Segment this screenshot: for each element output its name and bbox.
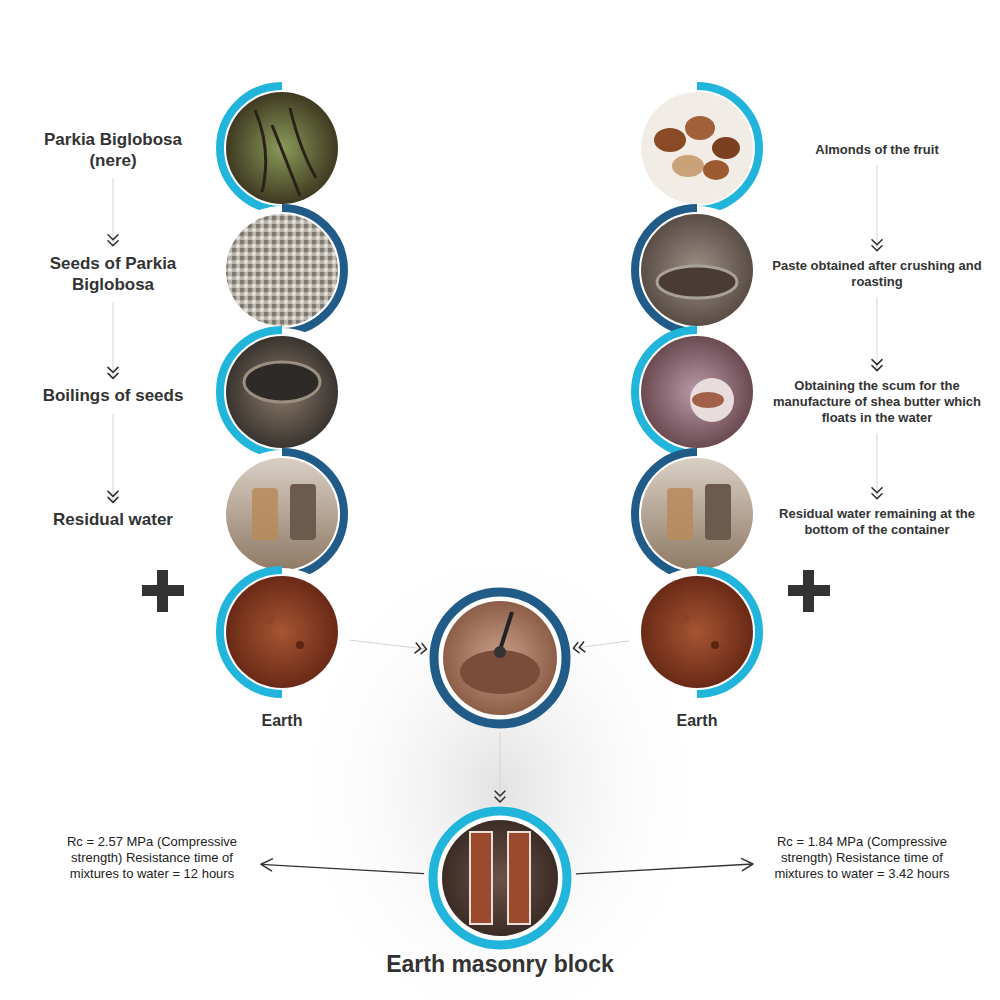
step-text: Boilings of seeds <box>22 385 204 406</box>
photo-circle <box>633 568 761 696</box>
chevron-head <box>108 491 118 502</box>
chevron-head <box>108 367 118 378</box>
photo-circle <box>428 806 572 950</box>
connector <box>108 302 118 378</box>
step-text: Residual water <box>22 509 204 530</box>
step-text: Seeds of Parkia Biglobosa <box>22 253 204 296</box>
connector <box>872 297 882 370</box>
connector-line <box>576 864 753 874</box>
chevron-head <box>573 642 585 653</box>
photo-circle <box>218 206 346 334</box>
connector <box>872 433 882 498</box>
connector-line <box>261 864 424 873</box>
step-text: Almonds of the fruit <box>768 142 986 158</box>
result-text: Rc = 1.84 MPa (Compressive strength) Res… <box>757 831 967 886</box>
result-text: Rc = 2.57 MPa (Compressive strength) Res… <box>47 831 257 886</box>
circle-caption: Earth <box>677 712 718 730</box>
step-text: Obtaining the scum for the manufacture o… <box>768 378 986 427</box>
connector-line <box>350 640 427 649</box>
step-text: Paste obtained after crushing and roasti… <box>768 258 986 291</box>
step-label: Parkia Biglobosa (nere) <box>18 126 208 175</box>
photo-circle <box>218 450 346 578</box>
circle-caption: Earth <box>262 712 303 730</box>
plus-symbol <box>788 570 830 612</box>
connector-line <box>500 732 501 802</box>
connector-line <box>113 178 114 246</box>
chevron-head <box>415 643 427 654</box>
photo-circle <box>218 568 346 696</box>
connector <box>108 414 118 503</box>
arrow-head <box>742 859 753 871</box>
earth-circle: Earth <box>218 568 346 696</box>
photo-circle <box>218 84 346 212</box>
photo-circle <box>218 328 346 456</box>
step-text: Residual water remaining at the bottom o… <box>768 506 986 539</box>
plus-symbol <box>142 570 184 612</box>
result-text: Rc = 2.57 MPa (Compressive strength) Res… <box>51 834 253 883</box>
chevron-head <box>872 240 882 251</box>
photo-circle <box>633 450 761 578</box>
earth-circle: Earth <box>633 568 761 696</box>
connector <box>108 178 118 246</box>
connector-line <box>877 297 878 370</box>
connector-line <box>113 302 114 378</box>
photo-circle <box>633 84 761 212</box>
connector <box>495 732 505 802</box>
step-label: Obtaining the scum for the manufacture o… <box>764 375 990 430</box>
connector <box>872 165 882 251</box>
connector-line <box>877 165 878 251</box>
arrow-head <box>261 859 272 871</box>
photo-circle <box>430 588 570 728</box>
chevron-head <box>872 360 882 371</box>
connector <box>261 859 424 874</box>
connector <box>573 641 629 653</box>
mixing-circle <box>430 588 570 728</box>
circle-caption: Earth masonry block <box>386 952 614 977</box>
result-text: Rc = 1.84 MPa (Compressive strength) Res… <box>761 834 963 883</box>
step-label: Seeds of Parkia Biglobosa <box>18 250 208 299</box>
step-label: Residual water remaining at the bottom o… <box>764 503 990 542</box>
step-text: Parkia Biglobosa (nere) <box>22 129 204 172</box>
step-label: Almonds of the fruit <box>764 139 990 161</box>
block-circle: Earth masonry block <box>428 806 572 950</box>
connector <box>576 859 753 874</box>
photo-circle <box>633 328 761 456</box>
connector-line <box>113 414 114 503</box>
chevron-head <box>872 488 882 499</box>
step-label: Paste obtained after crushing and roasti… <box>764 255 990 294</box>
step-label: Boilings of seeds <box>18 382 208 409</box>
chevron-head <box>495 791 505 802</box>
step-label: Residual water <box>18 506 208 533</box>
photo-circle <box>633 206 761 334</box>
chevron-head <box>108 235 118 246</box>
connector-line <box>877 433 878 498</box>
connector <box>350 640 427 654</box>
